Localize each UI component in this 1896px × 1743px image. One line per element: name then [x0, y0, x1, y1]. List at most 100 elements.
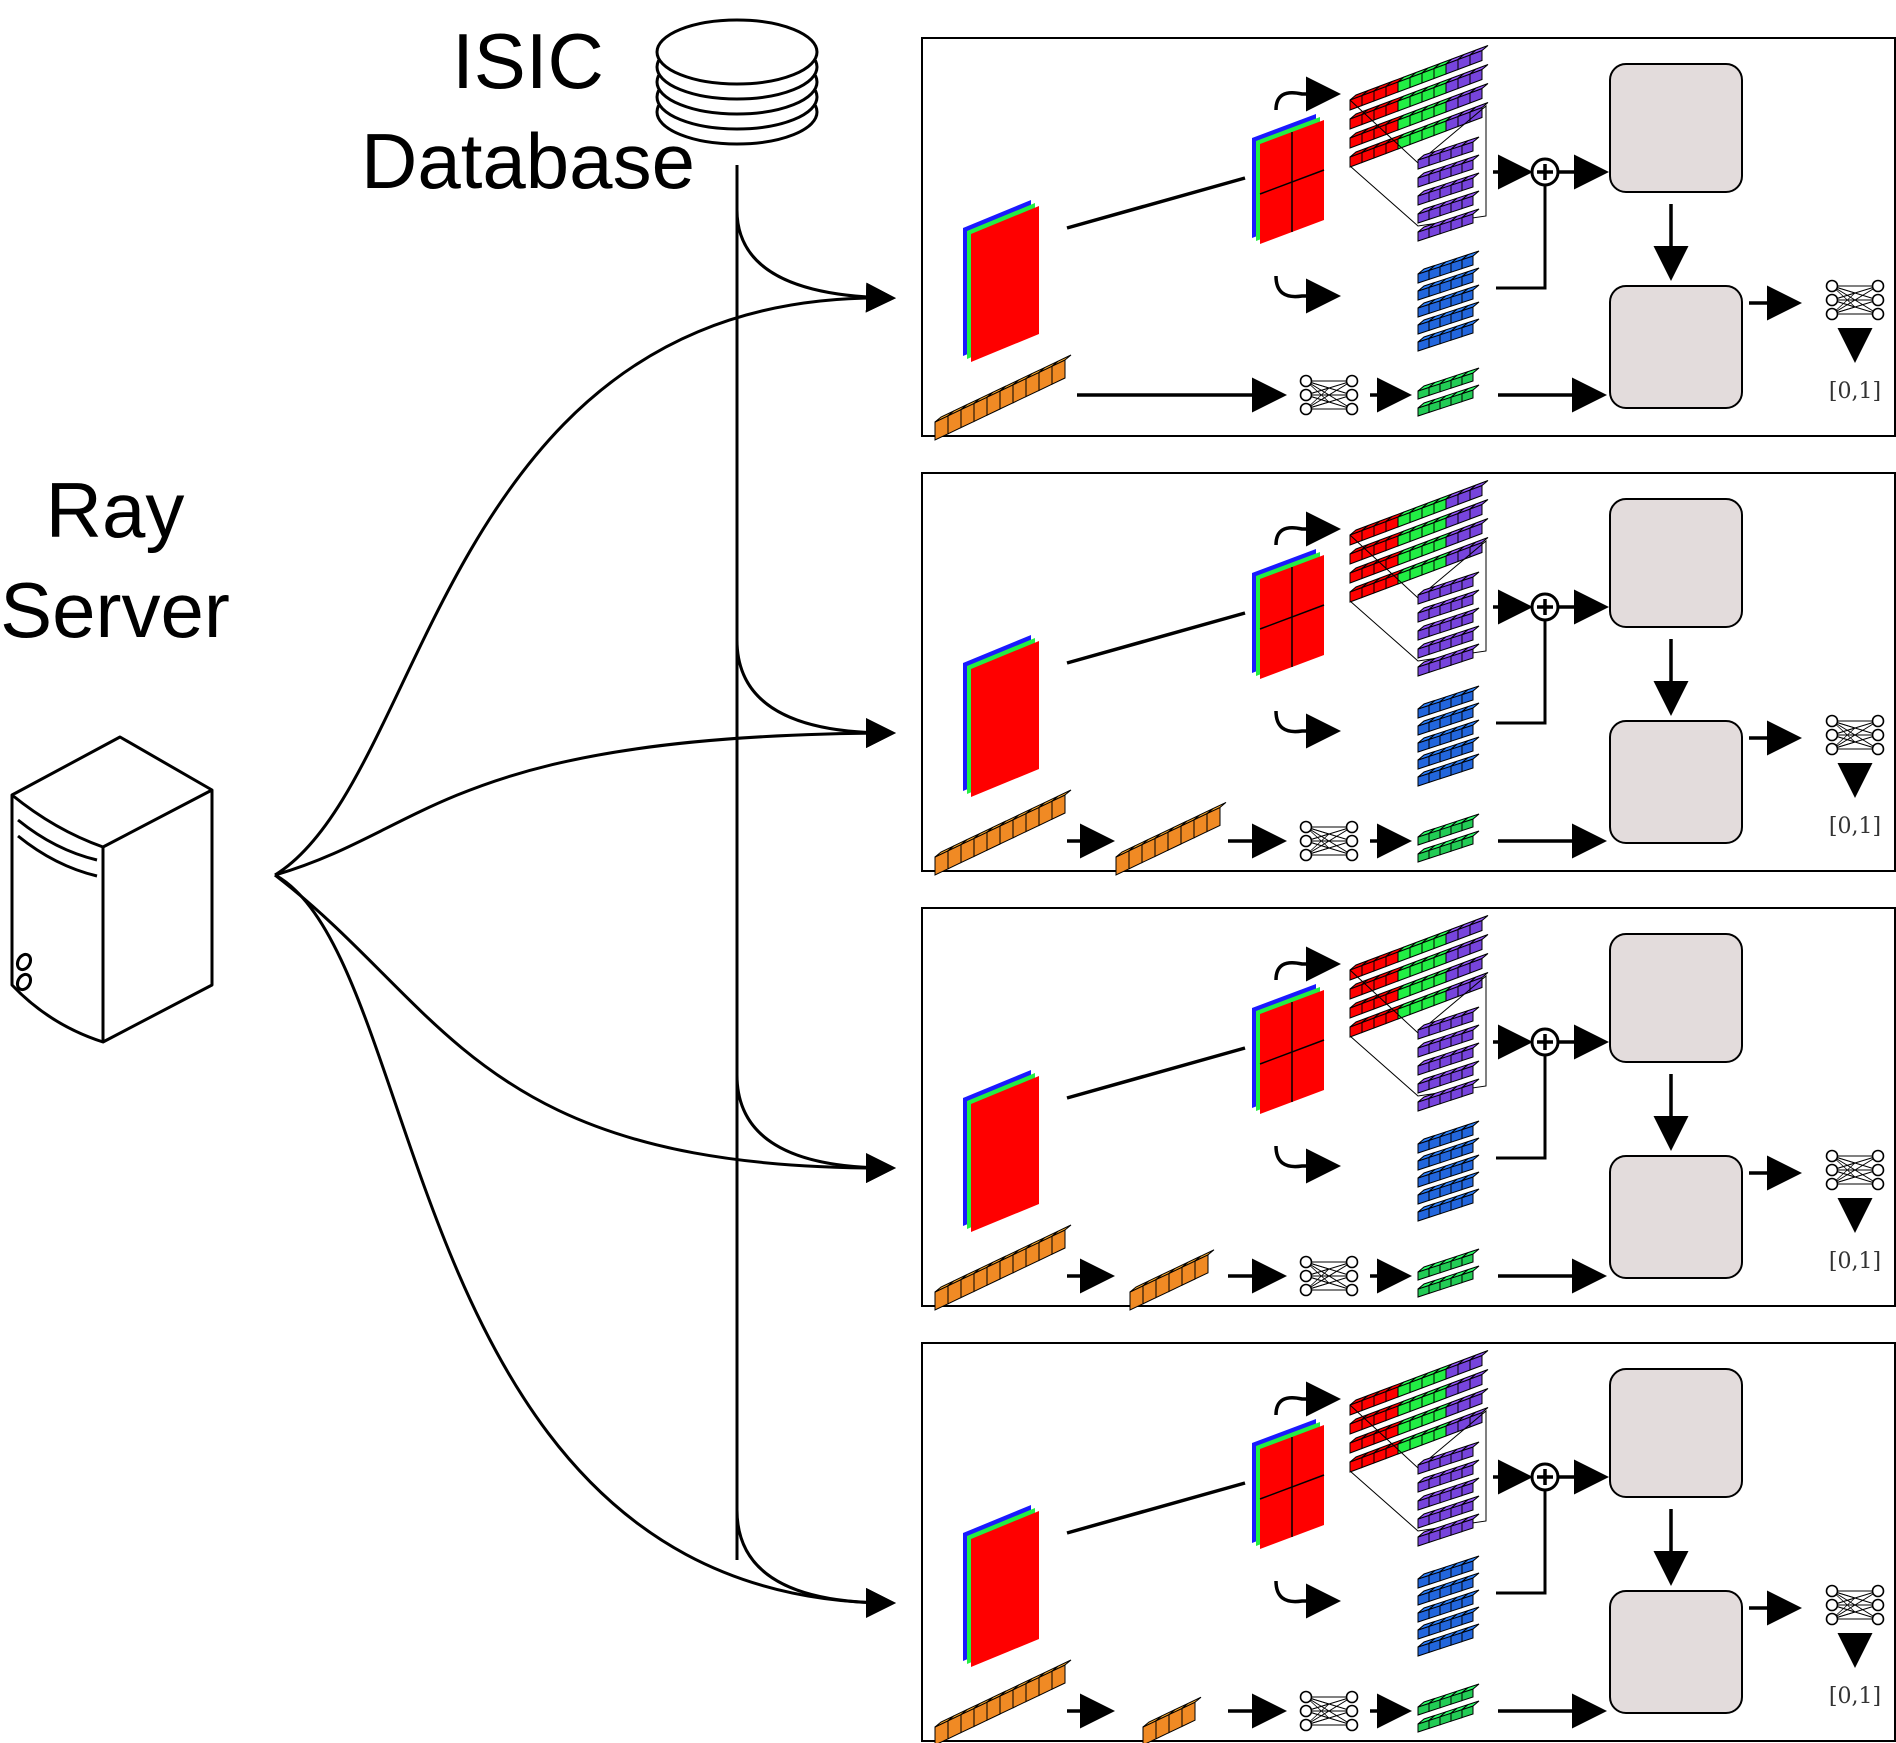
fusion-block	[1609, 1590, 1743, 1714]
embedding-row	[1417, 154, 1480, 188]
position-row	[1417, 685, 1480, 719]
model-panel: [0,1]	[921, 907, 1896, 1311]
classifier-network-icon	[1825, 1584, 1885, 1626]
patch-strip-green	[1397, 115, 1453, 150]
patch-strip-red	[1349, 1381, 1405, 1416]
input-image	[963, 1505, 1039, 1667]
flattened-patches	[1349, 915, 1489, 1038]
patch-grid	[1252, 114, 1325, 244]
patch-strip-green	[1397, 531, 1453, 566]
metadata-vector	[934, 1224, 1072, 1311]
fusion-block	[1609, 1155, 1743, 1279]
patch-strip-red	[1349, 511, 1405, 546]
metadata-network-icon	[1299, 374, 1359, 416]
output-range-label: [0,1]	[1829, 379, 1881, 404]
patch-strip-green	[1397, 493, 1453, 528]
patch-embeddings	[1417, 136, 1480, 242]
position-row	[1417, 1606, 1480, 1640]
patch-strip-green	[1397, 77, 1453, 112]
database-icon	[655, 18, 819, 146]
embedding-row	[1417, 1495, 1480, 1529]
server-title-line1: Ray	[46, 466, 185, 554]
patch-strip-purple	[1445, 972, 1489, 1002]
split-arrow-down	[1274, 1145, 1341, 1184]
projection-lines	[1349, 969, 1487, 1097]
position-row	[1417, 753, 1480, 787]
transformer-encoder-block	[1609, 498, 1743, 628]
metadata-network-icon	[1299, 820, 1359, 862]
embedding-row	[1417, 571, 1480, 605]
metadata-embedding-row	[1417, 1683, 1480, 1716]
position-row	[1417, 1572, 1480, 1606]
patch-strip-purple	[1445, 915, 1489, 945]
position-row	[1417, 1137, 1480, 1171]
patch-strip-red	[1349, 1419, 1405, 1454]
metadata-embedding-row	[1417, 813, 1480, 846]
embedding-row	[1417, 1441, 1480, 1475]
patch-strip-purple	[1445, 480, 1489, 510]
patch-strip-purple	[1445, 537, 1489, 567]
position-row	[1417, 250, 1480, 284]
position-row	[1417, 1623, 1480, 1657]
patch-strip-purple	[1445, 953, 1489, 983]
metadata-vector	[934, 1659, 1072, 1743]
metadata-embedding-row	[1417, 367, 1480, 400]
embedding-row	[1417, 625, 1480, 659]
server-icon	[10, 735, 214, 1044]
embedding-row	[1417, 1078, 1480, 1112]
split-arrow-down	[1274, 275, 1341, 314]
metadata-network-icon	[1299, 1255, 1359, 1297]
patch-strip-green	[1397, 1363, 1453, 1398]
patch-strip-green	[1397, 1401, 1453, 1436]
position-row	[1417, 719, 1480, 753]
metadata-embedding-row	[1417, 384, 1480, 417]
position-row	[1417, 1154, 1480, 1188]
fusion-block	[1609, 285, 1743, 409]
transformer-encoder-block	[1609, 63, 1743, 193]
embedding-row	[1417, 1477, 1480, 1511]
position-row	[1417, 1188, 1480, 1222]
embedding-row	[1417, 208, 1480, 242]
transformer-encoder-block	[1609, 1368, 1743, 1498]
database-branches	[735, 209, 896, 1618]
embedding-row	[1417, 607, 1480, 641]
patch-strip-red	[1349, 946, 1405, 981]
projection-lines	[1349, 534, 1487, 662]
output-range-label: [0,1]	[1829, 1249, 1881, 1274]
server-connections	[274, 282, 896, 1618]
position-embeddings	[1417, 1120, 1480, 1222]
patch-strip-green	[1397, 928, 1453, 963]
split-arrow-down	[1274, 1580, 1341, 1619]
panels: [0,1][0,1][0,1][0,1]	[921, 37, 1896, 1743]
projection-lines	[1349, 1404, 1487, 1532]
position-embeddings	[1417, 685, 1480, 787]
image-to-patches-link	[1066, 176, 1246, 230]
metadata-vector	[934, 789, 1072, 876]
database-title-line2: Database	[361, 117, 695, 205]
embedding-row	[1417, 1042, 1480, 1076]
position-row	[1417, 1120, 1480, 1154]
embedding-row	[1417, 172, 1480, 206]
patch-grid	[1252, 1419, 1325, 1549]
split-arrow-down	[1274, 710, 1341, 749]
position-row	[1417, 267, 1480, 301]
position-row	[1417, 736, 1480, 770]
input-image	[963, 200, 1039, 362]
plus-icon	[1537, 1469, 1553, 1485]
patch-strip-red	[1349, 76, 1405, 111]
patch-strip-green	[1397, 1420, 1453, 1455]
reduced-metadata-vector	[1129, 1249, 1215, 1311]
split-arrow-up	[1274, 946, 1341, 982]
position-to-add-line	[1496, 1056, 1547, 1160]
position-embeddings	[1417, 1555, 1480, 1657]
patch-embeddings	[1417, 1441, 1480, 1547]
split-arrow-up	[1274, 1381, 1341, 1417]
position-row	[1417, 1589, 1480, 1623]
patch-strip-red	[1349, 1400, 1405, 1435]
plus-icon	[1537, 599, 1553, 615]
position-row	[1417, 301, 1480, 335]
patch-grid	[1252, 984, 1325, 1114]
position-row	[1417, 318, 1480, 352]
patch-grid	[1252, 549, 1325, 679]
